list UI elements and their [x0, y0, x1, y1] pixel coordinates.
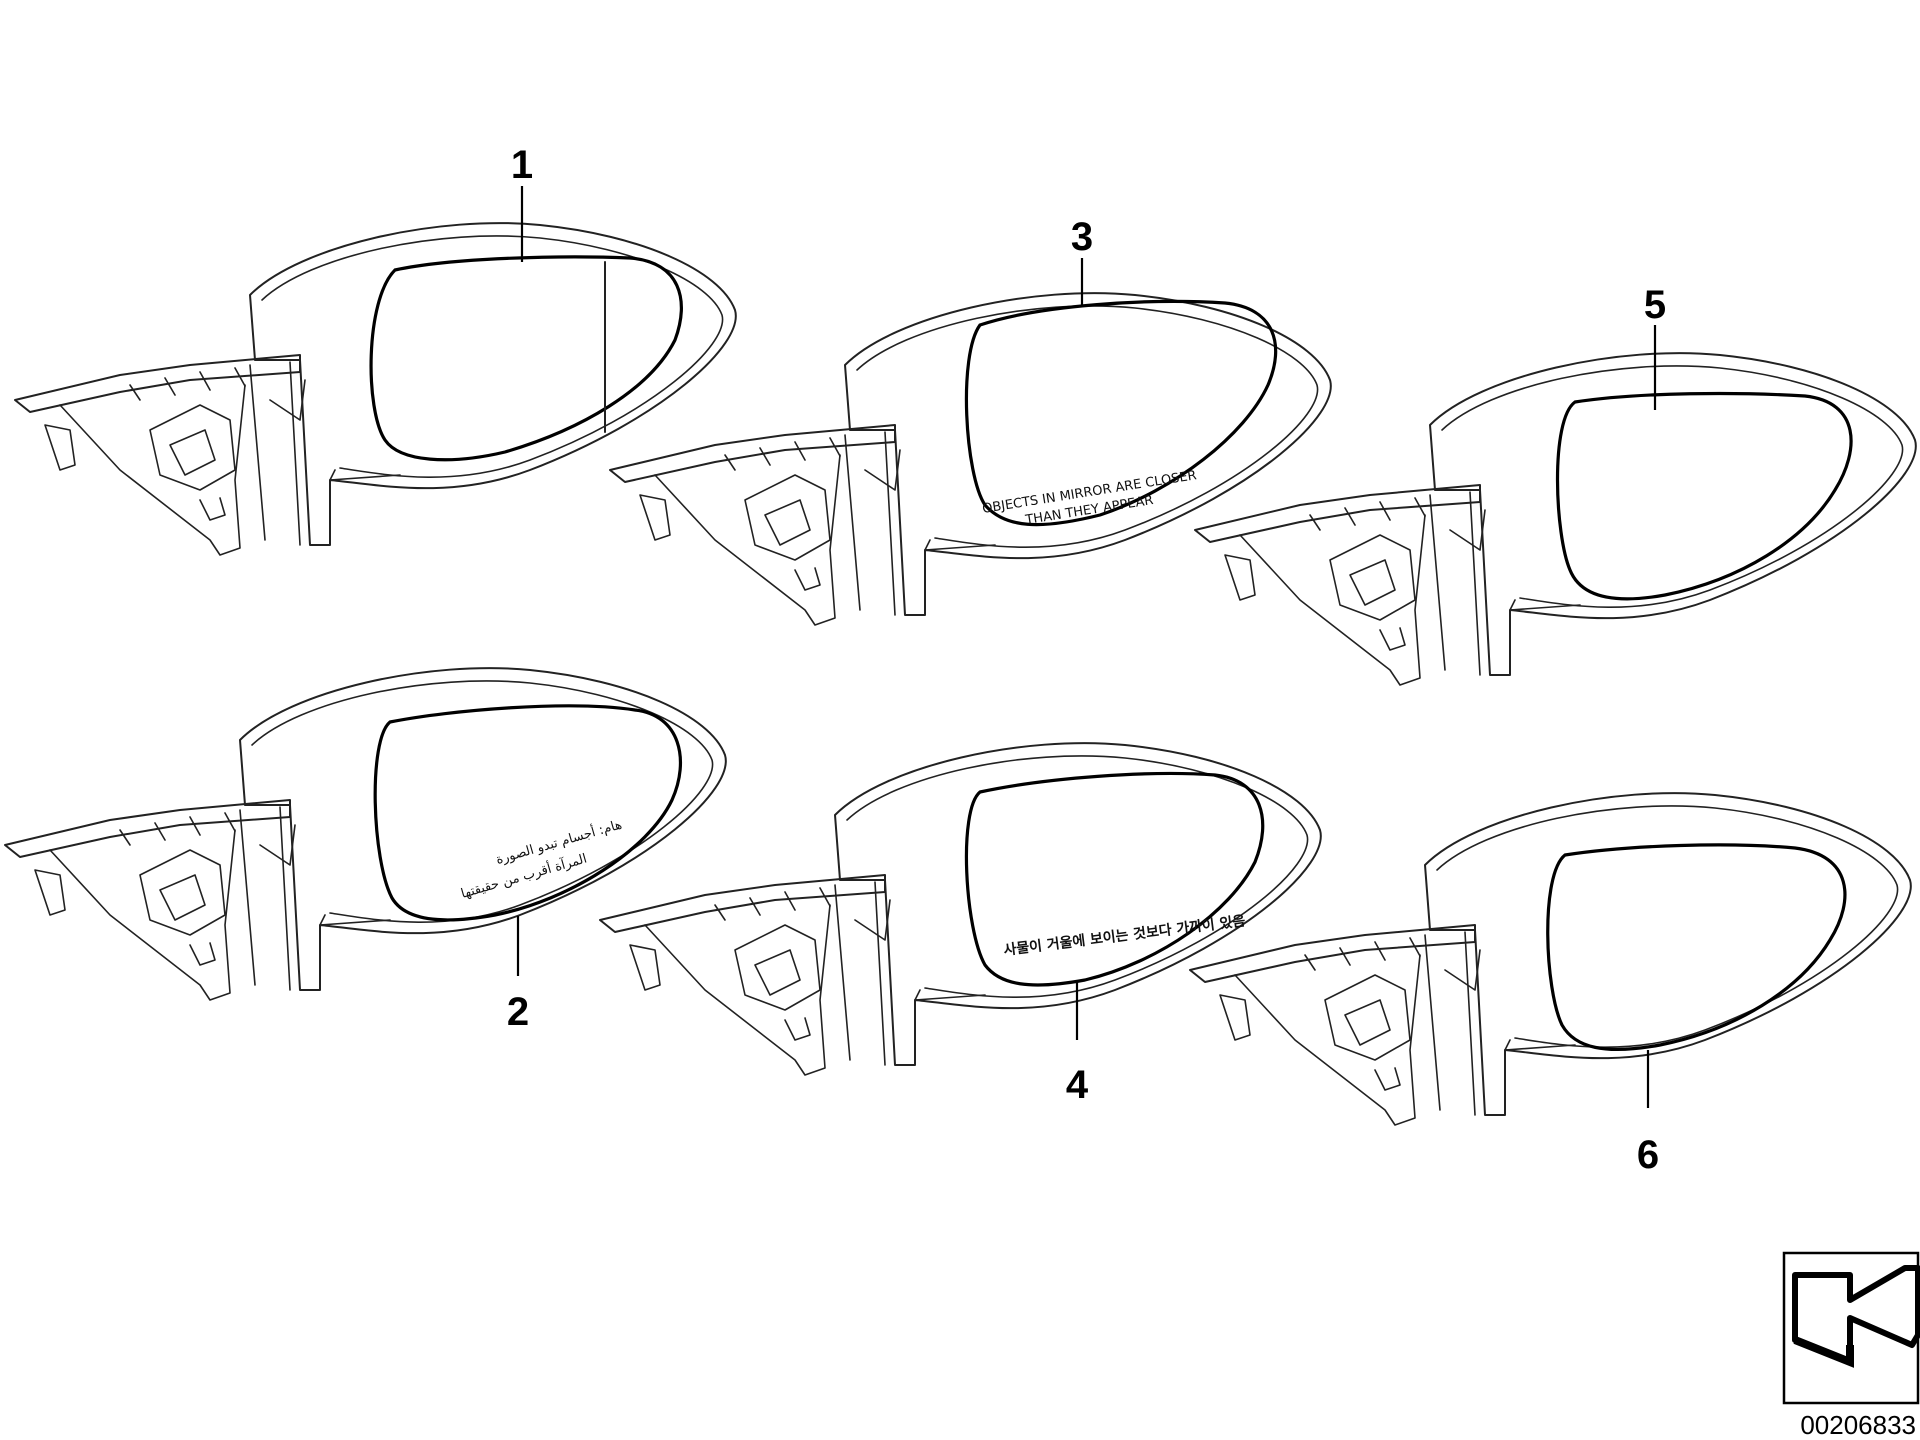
- view-direction-arrow-icon: [1782, 1251, 1920, 1405]
- callout-2: 2: [507, 990, 529, 1034]
- mirror-part-4: 사물이 거울에 보이는 것보다 가까이 있음: [599, 742, 1322, 1076]
- callout-5: 5: [1644, 283, 1666, 327]
- callout-1: 1: [511, 143, 533, 187]
- mirror-part-2: هام: أجسام تبدو الصورة المرآة أقرب من حق…: [4, 667, 727, 1001]
- callout-6: 6: [1637, 1133, 1659, 1177]
- mirror-part-1: [14, 222, 737, 556]
- callout-4: 4: [1066, 1063, 1089, 1107]
- mirror-glass-2: [373, 704, 683, 922]
- mirror-glass-6: [1546, 843, 1847, 1052]
- mirror-part-6: [1189, 792, 1912, 1126]
- mirror-glass-3: [964, 299, 1278, 527]
- document-number: 00206833: [1800, 1410, 1916, 1440]
- mirror-glass-5: [1555, 391, 1853, 601]
- callout-3: 3: [1071, 215, 1093, 259]
- mirror-glass-4: [964, 771, 1265, 987]
- mirror-part-5: [1194, 352, 1917, 686]
- mirror-part-3: OBJECTS IN MIRROR ARE CLOSER THAN THEY A…: [609, 292, 1332, 626]
- mirror-glass-1: [369, 255, 683, 462]
